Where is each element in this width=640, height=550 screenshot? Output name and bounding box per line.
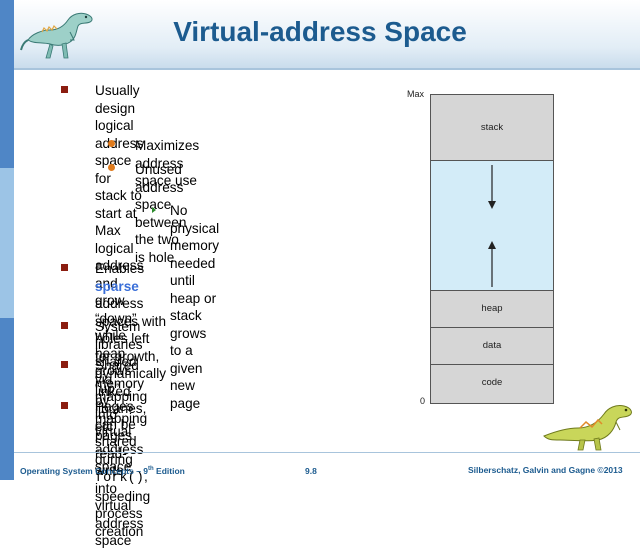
square-bullet	[61, 402, 68, 409]
header-divider	[14, 68, 640, 70]
bullet-address-space-design: Usually design logical address space for…	[95, 83, 144, 396]
sub-bullet-hole: Unused address space between the two is …	[135, 162, 187, 265]
max-address-label: Max	[407, 89, 425, 99]
arrow-up-icon	[488, 241, 496, 249]
slide-header	[14, 0, 640, 68]
square-bullet	[61, 361, 68, 368]
square-bullet	[61, 264, 68, 271]
footer-book-title: Operating System Concepts – 9th Edition	[20, 466, 185, 476]
footer-page-number: 9.8	[305, 466, 317, 476]
square-bullet	[61, 322, 68, 329]
slide-title: Virtual-address Space	[173, 16, 467, 47]
dinosaur-icon	[20, 12, 93, 59]
footer-authors: Silberschatz, Galvin and Gagne ©2013	[468, 465, 623, 475]
hole-region	[431, 161, 553, 291]
data-segment: data	[431, 328, 553, 365]
left-accent-bar	[0, 0, 14, 480]
triangle-bullet	[152, 207, 156, 213]
arrow-down-icon	[488, 201, 496, 209]
virtual-address-space-diagram: stack heap data code	[430, 94, 554, 404]
sub-bullet-maximizes: Maximizes address space use	[135, 138, 200, 188]
square-bullet	[61, 86, 68, 93]
dinosaur-icon	[543, 405, 632, 451]
footer-divider	[14, 452, 640, 453]
round-bullet	[108, 164, 115, 171]
heap-segment: heap	[431, 291, 553, 328]
round-bullet	[108, 140, 115, 147]
zero-address-label: 0	[420, 396, 426, 406]
sub-sub-bullet-no-physical-memory: No physical memory needed until heap or …	[170, 203, 220, 411]
code-segment: code	[431, 365, 553, 403]
stack-segment: stack	[431, 95, 553, 161]
bullet-sparse-address-spaces: Enables sparse address spaces with holes…	[95, 261, 167, 434]
highlight-sparse: sparse	[95, 278, 139, 294]
growth-arrows	[488, 165, 496, 287]
